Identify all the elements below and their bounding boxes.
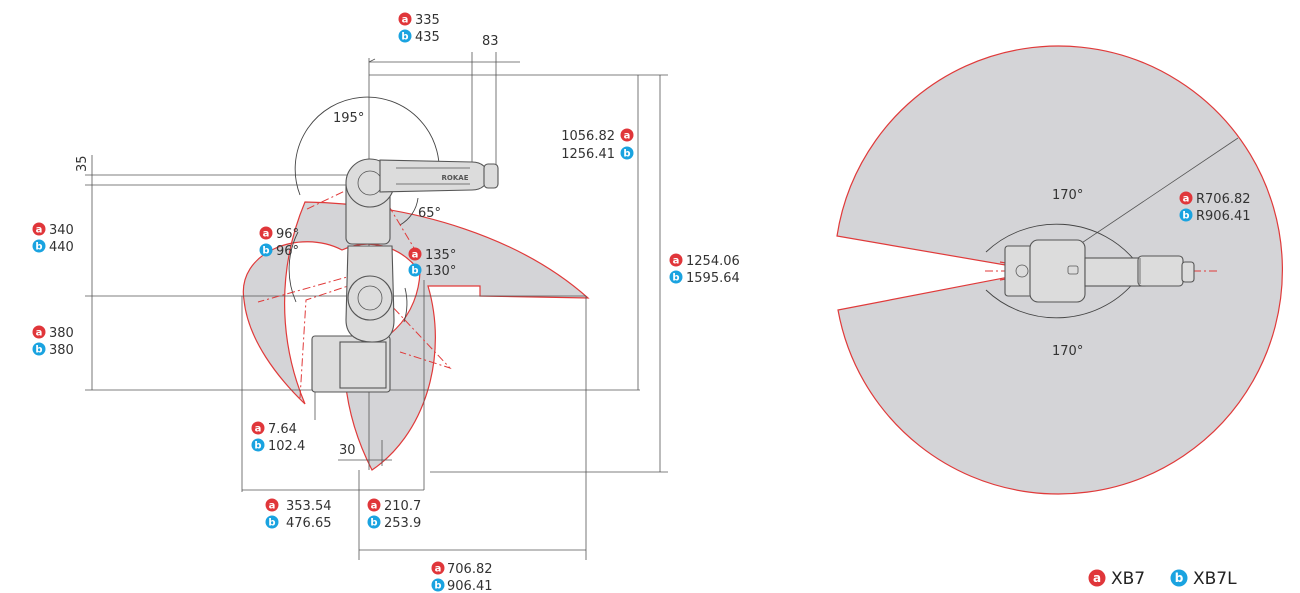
lower-height-a: 380 (49, 326, 74, 341)
side-view: ROKAE 335 435 83 1056.82 1256.41 1254.06… (32, 12, 740, 593)
top-offset-b: 435 (415, 30, 440, 45)
front-min-a: 210.7 (384, 499, 421, 514)
robot-top-drawing (1004, 239, 1195, 303)
base-width: 30 (339, 443, 356, 458)
total-height-b: 1595.64 (686, 271, 740, 286)
lower-height-b: 380 (49, 343, 74, 358)
radius-a: R706.82 (1196, 192, 1251, 207)
rear-reach-a: 353.54 (286, 499, 332, 514)
angle-j5-a: 135° (425, 248, 456, 263)
angle-j2-a: 96° (276, 227, 299, 242)
svg-text:b: b (1175, 571, 1184, 585)
reach-height-b: 1256.41 (561, 147, 615, 162)
legend-label-a: XB7 (1111, 569, 1145, 589)
legend-badge-b: b (1170, 569, 1188, 587)
top-offset-c: 83 (482, 34, 499, 49)
legend-label-b: XB7L (1193, 569, 1237, 589)
side-workspace-envelope (242, 201, 590, 471)
reach-height-a: 1056.82 (561, 129, 615, 144)
upper-height-b: 440 (49, 240, 74, 255)
front-reach-a: 706.82 (447, 562, 493, 577)
base-offset-b: 102.4 (268, 439, 305, 454)
total-height-a: 1254.06 (686, 254, 740, 269)
robot-side-drawing: ROKAE (311, 158, 499, 393)
front-reach-b: 906.41 (447, 579, 493, 593)
angle-top: 170° (1052, 188, 1083, 203)
front-min-b: 253.9 (384, 516, 421, 531)
angle-j3-top: 195° (333, 111, 364, 126)
top-offset-a: 335 (415, 13, 440, 28)
angle-j5-b: 130° (425, 264, 456, 279)
top-view: R706.82 R906.41 170° 170° (836, 45, 1283, 495)
angle-bottom: 170° (1052, 344, 1083, 359)
legend-badge-a: a (1088, 569, 1106, 587)
legend: a XB7 b XB7L (1088, 569, 1237, 589)
robot-brand: ROKAE (442, 174, 469, 182)
arm-offset: 35 (75, 155, 90, 172)
svg-text:a: a (1093, 571, 1101, 585)
base-offset-a: 7.64 (268, 422, 297, 437)
angle-j3-front: 65° (418, 206, 441, 221)
rear-reach-b: 476.65 (286, 516, 332, 531)
radius-b: R906.41 (1196, 209, 1251, 224)
upper-height-a: 340 (49, 223, 74, 238)
angle-j2-b: 96° (276, 244, 299, 259)
